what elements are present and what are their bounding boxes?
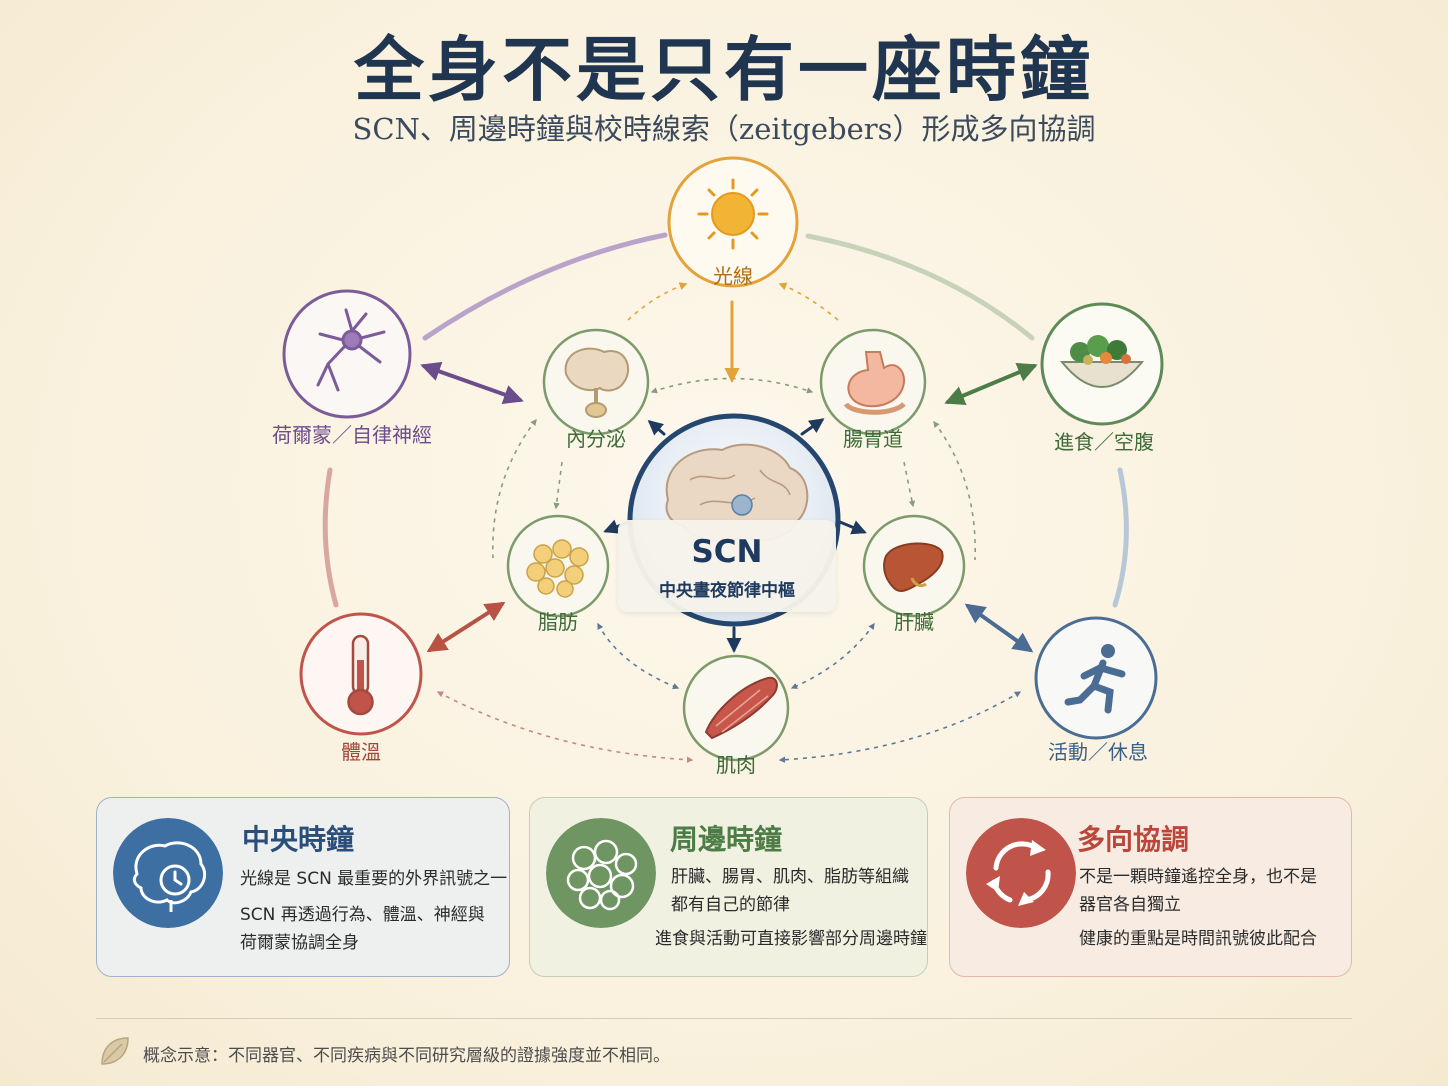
card-multidirectional-title: 多向協調: [1077, 823, 1190, 856]
node-muscle: 肌肉: [682, 654, 790, 777]
arc-hormone-temperature: [322, 467, 339, 608]
cycle-arrows-icon: [966, 818, 1076, 928]
stomach-icon: [843, 351, 906, 415]
card-peripheral-clock-title: 周邊時鐘: [670, 823, 783, 856]
arc-hormone-light: [422, 232, 668, 341]
thermometer-icon: [347, 634, 374, 716]
node-hormone: 荷爾蒙／自律神經: [272, 289, 432, 447]
scn-title: SCN: [691, 534, 763, 570]
node-fat: 脂肪: [506, 514, 610, 634]
label-fat: 脂肪: [538, 610, 578, 634]
inner-dashed-ring: [436, 282, 1022, 763]
node-activity: 活動／休息: [1034, 616, 1158, 764]
node-endocrine: 內分泌: [542, 328, 650, 451]
label-light: 光線: [713, 264, 753, 288]
card-central-line-2: SCN 再透過行為、體溫、神經與: [240, 905, 485, 925]
arc-feeding-activity: [1112, 467, 1129, 608]
neuron-icon: [316, 308, 386, 392]
node-temperature: 體溫: [299, 612, 423, 764]
footer-divider: [96, 1018, 1352, 1019]
card-central-line-3: 荷爾蒙協調全身: [240, 933, 359, 953]
sun-icon: [697, 178, 769, 250]
card-peripheral-clock: 周邊時鐘 肝臟、腸胃、肌肉、脂肪等組織 都有自己的節律 進食與活動可直接影響部分…: [529, 797, 928, 977]
label-hormone: 荷爾蒙／自律神經: [272, 423, 432, 447]
outer-ring: [322, 232, 1129, 608]
arc-light-feeding: [805, 233, 1035, 341]
label-feeding: 進食／空腹: [1054, 430, 1154, 454]
card-multidirectional: 多向協調 不是一顆時鐘遙控全身，也不是 器官各自獨立 健康的重點是時間訊號彼此配…: [949, 797, 1352, 977]
node-gut: 腸胃道: [819, 328, 927, 451]
page-subtitle: SCN、周邊時鐘與校時線索（zeitgebers）形成多向協調: [352, 112, 1096, 146]
muscle-icon: [704, 676, 778, 740]
label-gut: 腸胃道: [843, 427, 903, 451]
node-feeding: 進食／空腹: [1040, 302, 1164, 454]
card-central-line-1: 光線是 SCN 最重要的外界訊號之一: [240, 869, 508, 889]
node-liver: 肝臟: [862, 514, 966, 634]
salad-bowl-icon: [1059, 335, 1145, 388]
card-multi-line-2: 器官各自獨立: [1079, 895, 1181, 915]
fat-cells-card-icon: [546, 818, 656, 928]
label-activity: 活動／休息: [1048, 740, 1148, 764]
leaf-icon: [101, 1037, 129, 1065]
card-peripheral-line-3: 進食與活動可直接影響部分周邊時鐘: [655, 929, 927, 949]
scn-subtitle: 中央晝夜節律中樞: [659, 581, 795, 601]
pituitary-icon: [564, 347, 630, 418]
runner-icon: [1064, 644, 1126, 714]
label-endocrine: 內分泌: [566, 427, 626, 451]
card-multi-line-1: 不是一顆時鐘遙控全身，也不是: [1079, 867, 1317, 887]
page-title: 全身不是只有一座時鐘: [354, 28, 1094, 111]
card-central-clock-title: 中央時鐘: [242, 823, 355, 856]
liver-icon: [883, 542, 944, 592]
fat-cells-icon: [526, 539, 589, 598]
node-light: 光線: [667, 156, 799, 288]
card-peripheral-line-2: 都有自己的節律: [671, 895, 790, 915]
label-muscle: 肌肉: [716, 753, 756, 777]
footnote: 概念示意：不同器官、不同疾病與不同研究層級的證據強度並不相同。: [143, 1046, 670, 1066]
label-temperature: 體溫: [341, 740, 381, 764]
card-central-clock: 中央時鐘 光線是 SCN 最重要的外界訊號之一 SCN 再透過行為、體溫、神經與…: [96, 797, 510, 977]
scn-label-box: SCN 中央晝夜節律中樞: [618, 520, 836, 612]
label-liver: 肝臟: [894, 610, 934, 634]
card-peripheral-line-1: 肝臟、腸胃、肌肉、脂肪等組織: [671, 867, 909, 887]
clock-brain-icon: [113, 818, 223, 928]
card-multi-line-3: 健康的重點是時間訊號彼此配合: [1079, 929, 1317, 949]
